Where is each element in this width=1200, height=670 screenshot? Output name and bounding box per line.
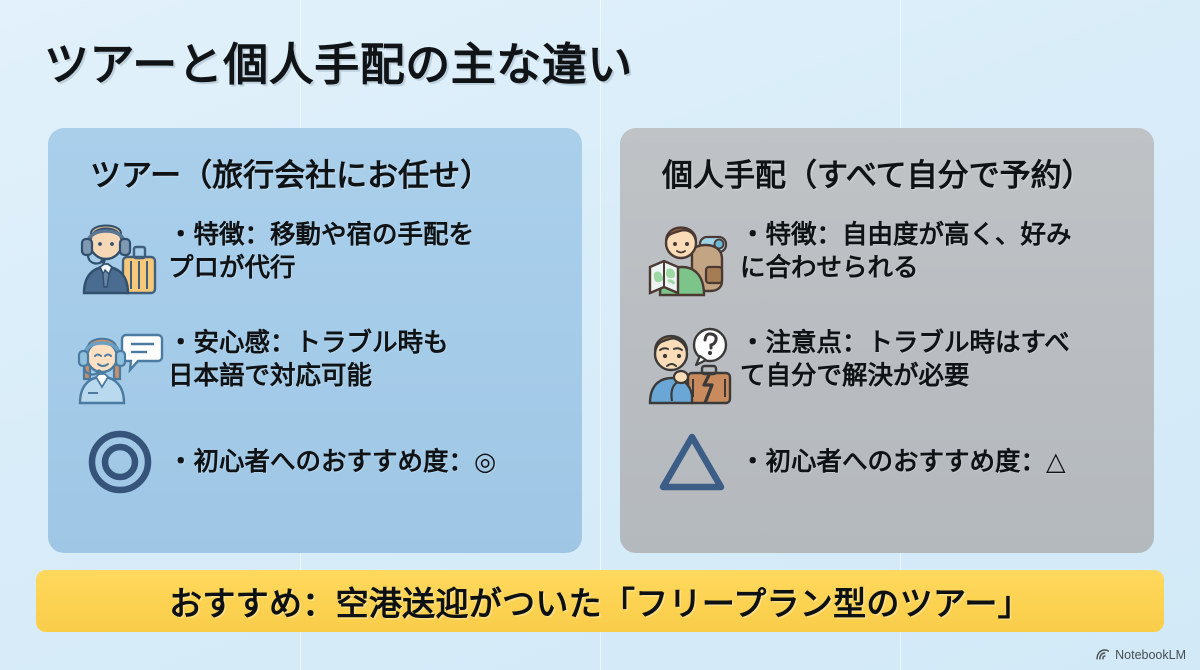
worried-traveler-with-broken-suitcase-icon (644, 319, 740, 411)
list-item-text: ・特徴：移動や宿の手配を プロが代行 (168, 221, 475, 282)
list-item-text: ・初心者へのおすすめ度：◎ (168, 447, 497, 476)
notebooklm-logo-icon (1095, 647, 1110, 662)
list-item: ・初心者へのおすすめ度：△ (644, 427, 1130, 497)
travel-agent-with-suitcase-icon (72, 211, 168, 303)
notebooklm-watermark: NotebookLM (1095, 647, 1186, 662)
list-item: ・注意点：トラブル時はすべ て自分で解決が必要 (644, 319, 1130, 427)
list-item-text: ・注意点：トラブル時はすべ て自分で解決が必要 (740, 329, 1070, 390)
list-item: ・安心感：トラブル時も 日本語で対応可能 (72, 319, 558, 427)
support-operator-with-chat-bubble-icon (72, 319, 168, 411)
panel-independent-title: 個人手配（すべて自分で予約） (662, 158, 1093, 193)
list-item-text: ・安心感：トラブル時も 日本語で対応可能 (168, 329, 449, 390)
double-circle-icon (72, 429, 168, 495)
triangle-outline-icon (644, 429, 740, 495)
panel-independent-item-list: ・特徴：自由度が高く、好み に合わせられる (644, 211, 1130, 497)
list-item: ・特徴：移動や宿の手配を プロが代行 (72, 211, 558, 319)
recommendation-banner: おすすめ：空港送迎がついた「フリープラン型のツアー」 (36, 570, 1164, 632)
backpacker-with-map-icon (644, 211, 740, 303)
notebooklm-watermark-label: NotebookLM (1115, 647, 1186, 662)
list-item: ・特徴：自由度が高く、好み に合わせられる (644, 211, 1130, 319)
list-item: ・初心者へのおすすめ度：◎ (72, 427, 558, 497)
recommendation-banner-text: おすすめ：空港送迎がついた「フリープラン型のツアー」 (169, 585, 1031, 622)
list-item-text: ・初心者へのおすすめ度：△ (740, 447, 1066, 476)
list-item-text: ・特徴：自由度が高く、好み に合わせられる (740, 221, 1072, 282)
panel-tour-title: ツアー（旅行会社にお任せ） (90, 158, 492, 193)
page-title: ツアーと個人手配の主な違い (44, 39, 633, 90)
panel-independent: 個人手配（すべて自分で予約） (620, 128, 1154, 553)
panel-tour-item-list: ・特徴：移動や宿の手配を プロが代行 (72, 211, 558, 497)
panel-tour: ツアー（旅行会社にお任せ） (48, 128, 582, 553)
